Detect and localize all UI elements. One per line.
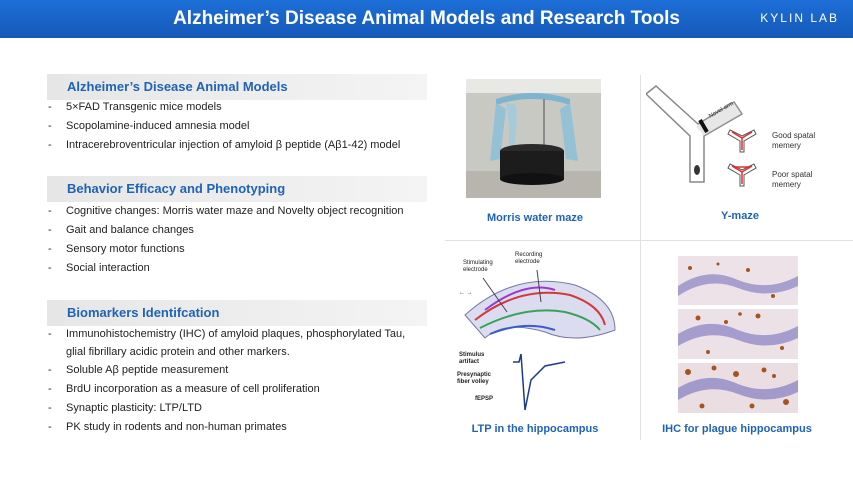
section-title: Biomarkers Identifcation [67, 305, 220, 320]
section-header-models: Alzheimer’s Disease Animal Models [47, 74, 427, 100]
brand-logo: KYLIN LAB [760, 11, 839, 25]
good-memory-icon [727, 129, 757, 153]
list-item: Sensory motor functions [44, 240, 404, 259]
list-item: Gait and balance changes [44, 221, 404, 240]
poor-memory-icon [727, 163, 757, 187]
list-item: Cognitive changes: Morris water maze and… [44, 202, 404, 221]
fiber-volley-label: Presynaptic fiber volley [457, 372, 492, 385]
list-item: PK study in rodents and non-human primat… [44, 418, 405, 437]
list-item: Soluble Aβ peptide measurement [44, 361, 405, 380]
behavior-list: Cognitive changes: Morris water maze and… [44, 202, 404, 278]
page-title: Alzheimer’s Disease Animal Models and Re… [173, 8, 680, 29]
section-header-behavior: Behavior Efficacy and Phenotyping [47, 176, 427, 202]
y-maze-diagram: Novel arm Good spatal memery Poor spatal… [644, 84, 846, 194]
good-memory-label: Good spatal memery [772, 131, 816, 150]
stimulus-artifact-label: Stimulus artifact [459, 352, 485, 365]
header-bar: Alzheimer’s Disease Animal Models and Re… [0, 0, 853, 38]
ltp-caption: LTP in the hippocampus [471, 423, 599, 435]
list-item: Intracerebroventricular injection of amy… [44, 136, 400, 155]
stimulating-electrode-label: Stimulating electrode [463, 260, 493, 273]
section-title: Alzheimer’s Disease Animal Models [67, 79, 288, 94]
biomarkers-list: Immunohistochemistry (IHC) of amyloid pl… [44, 325, 405, 437]
ihc-caption: IHC for plague hippocampus [662, 423, 812, 435]
svg-text:← →: ← → [459, 290, 473, 296]
poor-memory-label: Poor spatal memery [772, 170, 813, 189]
list-item: BrdU incorporation as a measure of cell … [44, 380, 405, 399]
list-item: Immunohistochemistry (IHC) of amyloid pl… [44, 325, 405, 344]
panel-divider-horizontal [445, 240, 853, 241]
morris-water-maze-image [466, 79, 601, 198]
panel-divider-vertical [640, 75, 641, 440]
section-header-biomarkers: Biomarkers Identifcation [47, 300, 427, 326]
morris-caption: Morris water maze [487, 212, 583, 224]
ltp-diagram: ← → Stimulating electrode Recording elec… [455, 250, 630, 415]
recording-electrode-label: Recording electrode [515, 252, 543, 265]
list-item: Synaptic plasticity: LTP/LTD [44, 399, 405, 418]
section-title: Behavior Efficacy and Phenotyping [67, 181, 286, 196]
list-item: Social interaction [44, 259, 404, 278]
list-item: Scopolamine-induced amnesia model [44, 117, 400, 136]
ihc-images [678, 256, 798, 413]
fepsp-label: fEPSP [475, 396, 494, 402]
ymaze-caption: Y-maze [721, 210, 759, 222]
models-list: 5×FAD Transgenic mice models Scopolamine… [44, 98, 400, 155]
list-item: 5×FAD Transgenic mice models [44, 98, 400, 117]
list-item: glial fibrillary acidic protein and othe… [66, 346, 290, 358]
